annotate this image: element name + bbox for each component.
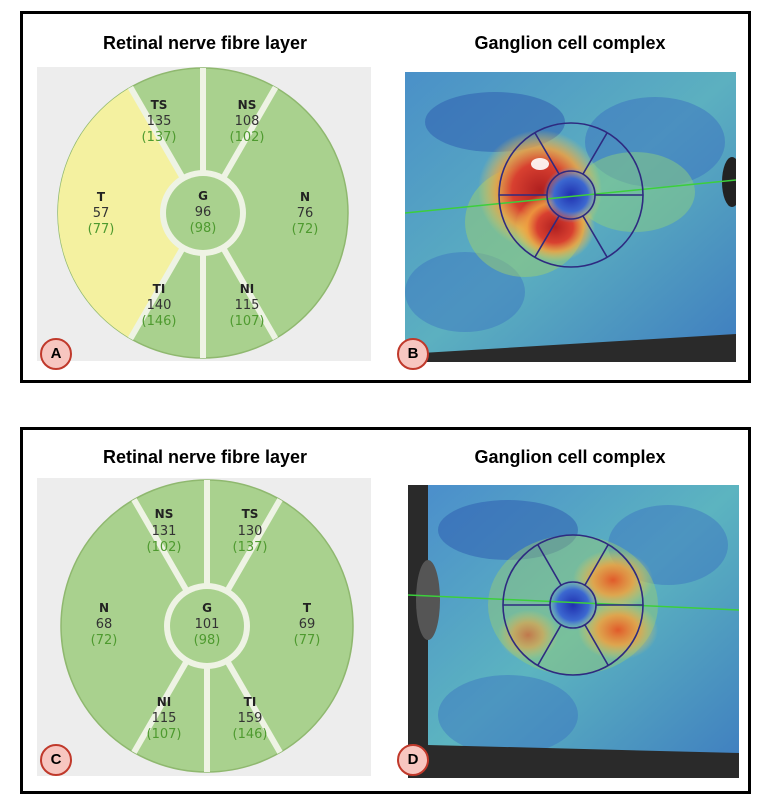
sector-n-value: 68 [96,617,113,632]
sector-ts-normal: (137) [142,130,177,145]
etdrs-grid [502,534,644,676]
gcc-heatmap-top [405,72,736,362]
sector-t-label: T [303,601,312,615]
sector-g-value: 101 [195,617,220,632]
sector-ni-label: NI [157,695,172,709]
gcc-title-top: Ganglion cell complex [474,33,666,53]
sector-ts-value: 130 [238,524,263,539]
sector-n-label: N [300,190,310,204]
sector-n-normal: (72) [292,222,319,237]
rnfl-title-top: Retinal nerve fibre layer [102,33,308,53]
scan-edge [405,334,736,362]
sector-ts-normal: (137) [233,540,268,555]
sector-ts-label: TS [242,507,259,521]
mid-thickness-zone [575,152,695,232]
gcc-title-bottom: Ganglion cell complex [474,447,666,467]
sector-ni-label: NI [240,282,255,296]
sector-ti-normal: (146) [233,727,268,742]
sector-g-label: G [198,189,208,203]
sector-ni-normal: (107) [147,727,182,742]
foveal-depression [543,167,599,223]
thickness-hotspot [578,600,658,660]
low-thickness-zone [405,252,525,332]
sector-t-label: T [97,190,106,204]
rnfl-title-bottom: Retinal nerve fibre layer [102,447,308,467]
sector-ti-label: TI [153,282,166,296]
sector-ni-normal: (107) [230,314,265,329]
scan-line [405,179,736,214]
low-thickness-zone [438,500,578,560]
optic-disc-edge [416,560,440,640]
panel-badge-b: B [397,338,429,370]
sector-t-normal: (77) [88,222,115,237]
sector-t-value: 69 [299,617,316,632]
panel-badge-c: C [40,744,72,776]
sector-n-label: N [99,601,109,615]
sector-ns-normal: (102) [230,130,265,145]
sector-ns-normal: (102) [147,540,182,555]
foveal-depression [547,579,599,631]
sector-ti-label: TI [244,695,257,709]
sector-g-value: 96 [195,205,212,220]
sector-ts-label: TS [151,98,168,112]
low-thickness-zone [438,675,578,755]
panel-badge-d: D [397,744,429,776]
sector-n-normal: (72) [91,633,118,648]
sector-ti-value: 140 [147,298,172,313]
scan-edge [408,485,428,778]
thickness-hotspot [498,610,558,660]
sector-ns-label: NS [155,507,174,521]
rnfl-sector-chart-bottom: NS 131 (102) TS 130 (137) N 68 (72) G 10… [37,478,371,776]
scan-line [408,594,739,611]
sector-ns-value: 131 [152,524,177,539]
sector-ni-value: 115 [152,711,177,726]
sector-n-value: 76 [297,206,314,221]
sector-g-normal: (98) [190,221,217,236]
sector-g-label: G [202,601,212,615]
sector-ti-normal: (146) [142,314,177,329]
center-sector-g [170,589,244,663]
sector-ns-label: NS [238,98,257,112]
center-sector-g [166,176,240,250]
scan-edge [428,745,739,778]
white-spot [531,158,549,170]
gcc-heatmap-bottom [408,485,739,778]
sector-ns-value: 108 [235,114,260,129]
etdrs-grid [498,122,644,268]
panel-badge-a: A [40,338,72,370]
sector-ti-value: 159 [238,711,263,726]
sector-g-normal: (98) [194,633,221,648]
sector-ts-value: 135 [147,114,172,129]
optic-disc-edge [722,157,736,207]
sector-t-normal: (77) [294,633,321,648]
sector-ni-value: 115 [235,298,260,313]
rnfl-sector-chart-top: TS 135 (137) NS 108 (102) T 57 (77) G 96… [37,67,371,361]
sector-t-value: 57 [93,206,110,221]
